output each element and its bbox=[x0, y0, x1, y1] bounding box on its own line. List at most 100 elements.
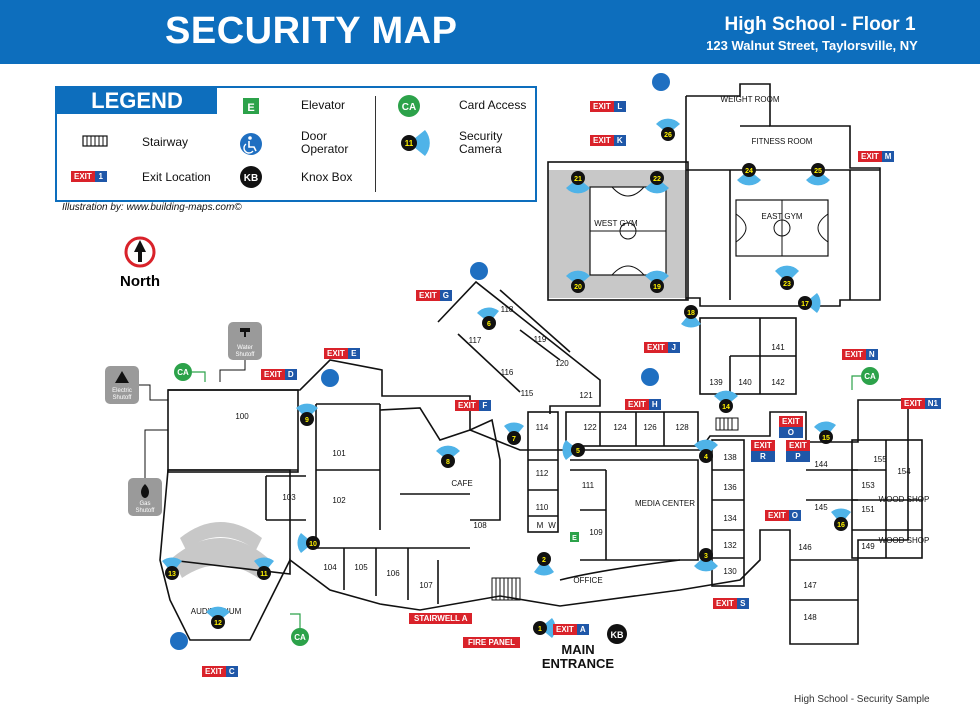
svg-text:102: 102 bbox=[332, 496, 346, 505]
legend-stairway-label: Stairway bbox=[142, 135, 189, 149]
svg-text:130: 130 bbox=[723, 567, 737, 576]
svg-text:CA: CA bbox=[294, 633, 306, 642]
camera-18: 18 bbox=[681, 305, 701, 328]
svg-text:3: 3 bbox=[704, 553, 708, 560]
svg-text:E: E bbox=[572, 535, 577, 542]
svg-text:1: 1 bbox=[538, 626, 542, 633]
water-shutoff-icon: Water Shutoff bbox=[228, 322, 262, 360]
svg-text:146: 146 bbox=[798, 543, 812, 552]
svg-text:134: 134 bbox=[723, 514, 737, 523]
svg-text:KB: KB bbox=[611, 630, 624, 640]
svg-text:Shutoff: Shutoff bbox=[113, 395, 132, 401]
svg-text:6: 6 bbox=[487, 321, 491, 328]
svg-text:CA: CA bbox=[864, 372, 876, 381]
svg-text:17: 17 bbox=[801, 301, 809, 308]
svg-text:11: 11 bbox=[260, 571, 268, 578]
building-name: High School - Floor 1 bbox=[724, 14, 916, 35]
svg-text:128: 128 bbox=[675, 423, 689, 432]
page-title: SECURITY MAP bbox=[165, 10, 458, 52]
svg-text:15: 15 bbox=[822, 435, 830, 442]
camera-6: 6 bbox=[477, 307, 499, 330]
legend-knox-box-label: Knox Box bbox=[301, 170, 353, 184]
room-media-center: MEDIA CENTER bbox=[635, 499, 695, 508]
camera-7: 7 bbox=[504, 422, 524, 445]
svg-text:10: 10 bbox=[309, 541, 317, 548]
svg-text:114: 114 bbox=[536, 423, 549, 432]
svg-text:132: 132 bbox=[723, 541, 737, 550]
svg-text:105: 105 bbox=[354, 563, 368, 572]
card-access-icons-map: CA CA CA bbox=[174, 363, 879, 646]
knox-box-icon: KB bbox=[240, 166, 262, 188]
svg-text:140: 140 bbox=[738, 378, 752, 387]
svg-text:M: M bbox=[537, 521, 544, 530]
svg-text:148: 148 bbox=[803, 613, 817, 622]
door-operator-icons-map bbox=[170, 73, 670, 650]
room-west-gym: WEST GYM bbox=[594, 219, 638, 228]
svg-text:8: 8 bbox=[446, 459, 450, 466]
svg-text:5: 5 bbox=[576, 448, 580, 455]
svg-text:16: 16 bbox=[837, 522, 845, 529]
room-weight: WEIGHT ROOM bbox=[721, 95, 780, 104]
svg-text:141: 141 bbox=[771, 343, 785, 352]
svg-text:WOOD SHOP: WOOD SHOP bbox=[879, 495, 930, 504]
svg-text:122: 122 bbox=[583, 423, 597, 432]
svg-text:108: 108 bbox=[473, 521, 487, 530]
legend-divider bbox=[375, 96, 376, 192]
svg-text:111: 111 bbox=[582, 481, 595, 490]
svg-text:136: 136 bbox=[723, 483, 737, 492]
camera-20: 20 bbox=[566, 270, 590, 293]
card-access-symbol: CA bbox=[402, 102, 416, 113]
svg-text:147: 147 bbox=[803, 581, 817, 590]
svg-text:110: 110 bbox=[536, 503, 549, 512]
camera-16: 16 bbox=[831, 508, 851, 531]
svg-text:142: 142 bbox=[771, 378, 785, 387]
svg-text:151: 151 bbox=[861, 505, 875, 514]
svg-text:115: 115 bbox=[521, 389, 534, 398]
svg-text:23: 23 bbox=[783, 281, 791, 288]
room-cafe: CAFE bbox=[451, 479, 472, 488]
camera-4: 4 bbox=[694, 439, 718, 463]
legend-elevator-label: Elevator bbox=[301, 98, 346, 112]
camera-12: 12 bbox=[206, 606, 230, 629]
svg-text:Water: Water bbox=[237, 345, 253, 351]
security-cameras: 1 2 3 4 5 6 7 8 9 10 11 12 13 14 15 16 1… bbox=[162, 118, 851, 638]
building-address: 123 Walnut Street, Taylorsville, NY bbox=[706, 38, 918, 53]
svg-text:14: 14 bbox=[722, 404, 730, 411]
svg-text:121: 121 bbox=[579, 391, 593, 400]
svg-text:120: 120 bbox=[555, 359, 569, 368]
svg-text:21: 21 bbox=[574, 176, 582, 183]
svg-text:119: 119 bbox=[534, 335, 547, 344]
svg-text:126: 126 bbox=[643, 423, 657, 432]
room-office: OFFICE bbox=[573, 576, 602, 585]
svg-text:20: 20 bbox=[574, 284, 582, 291]
svg-text:Gas: Gas bbox=[139, 501, 150, 507]
svg-text:22: 22 bbox=[653, 176, 661, 183]
legend-security-camera-label: Security Camera bbox=[459, 129, 503, 156]
svg-text:154: 154 bbox=[897, 467, 911, 476]
svg-text:145: 145 bbox=[814, 503, 828, 512]
svg-text:153: 153 bbox=[861, 481, 875, 490]
stairway-icon bbox=[82, 135, 108, 147]
elevator-icon-map: E bbox=[570, 532, 579, 542]
svg-text:4: 4 bbox=[704, 454, 708, 461]
svg-text:12: 12 bbox=[214, 620, 222, 627]
camera-25: 25 bbox=[806, 163, 830, 186]
svg-text:116: 116 bbox=[501, 368, 514, 377]
svg-text:106: 106 bbox=[386, 569, 400, 578]
svg-text:Shutoff: Shutoff bbox=[136, 508, 155, 514]
header-bar: SECURITY MAP High School - Floor 1 123 W… bbox=[0, 0, 980, 64]
svg-text:124: 124 bbox=[613, 423, 627, 432]
svg-text:117: 117 bbox=[469, 336, 482, 345]
